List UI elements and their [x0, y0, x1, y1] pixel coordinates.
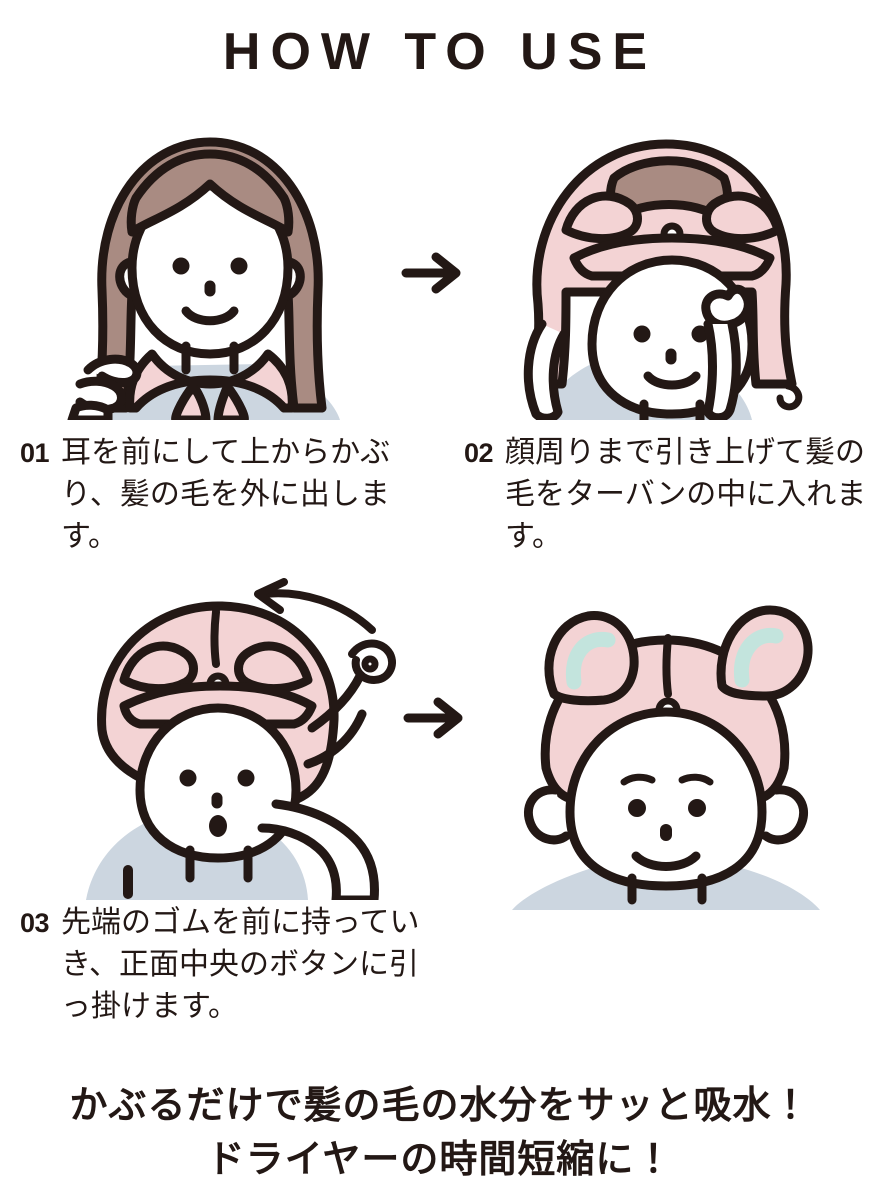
arrow-right-glyph	[401, 252, 461, 294]
arrow-right-icon	[398, 243, 468, 303]
step-2-text: 顔周りまで引き上げて髪の毛をターバンの中に入れます。	[505, 435, 867, 554]
step-3-caption: 03 先端のゴムを前に持っていき、正面中央のボタンに引っ掛けます。	[20, 902, 430, 1028]
woman-holding-elastic-loop-svg	[86, 601, 396, 900]
step-2-caption: 02 顔周りまで引き上げて髪の毛をターバンの中に入れます。	[464, 432, 874, 558]
tagline-line-1: かぶるだけで髪の毛の水分をサッと吸水！	[69, 1083, 811, 1127]
arrow-curved-left-icon	[238, 578, 378, 638]
finished-turban-bunny-ears-svg	[512, 605, 820, 910]
woman-with-long-hair-turban-around-neck-svg	[67, 137, 340, 420]
step-1-number: 01	[20, 438, 50, 468]
arrow-right-glyph-2	[403, 697, 463, 739]
step-1-text: 耳を前にして上からかぶり、髪の毛を外に出します。	[61, 435, 391, 554]
step-3-number: 03	[20, 908, 50, 938]
tagline: かぶるだけで髪の毛の水分をサッと吸水！ ドライヤーの時間短縮に！	[0, 1078, 880, 1186]
page-title: HOW TO USE	[222, 23, 658, 81]
step-3-illustration	[40, 578, 420, 900]
step-1-caption: 01 耳を前にして上からかぶり、髪の毛を外に出します。	[20, 432, 430, 558]
step-2-number: 02	[464, 438, 494, 468]
arrow-curved-left-glyph	[254, 578, 376, 634]
result-illustration	[470, 578, 860, 910]
step-1-illustration	[40, 108, 400, 420]
woman-pulling-turban-up-svg	[523, 139, 803, 420]
tagline-line-2: ドライヤーの時間短縮に！	[206, 1137, 674, 1181]
step-3-text: 先端のゴムを前に持っていき、正面中央のボタンに引っ掛けます。	[61, 905, 420, 1024]
step-2-illustration	[480, 108, 860, 420]
arrow-right-icon-2	[400, 688, 470, 748]
